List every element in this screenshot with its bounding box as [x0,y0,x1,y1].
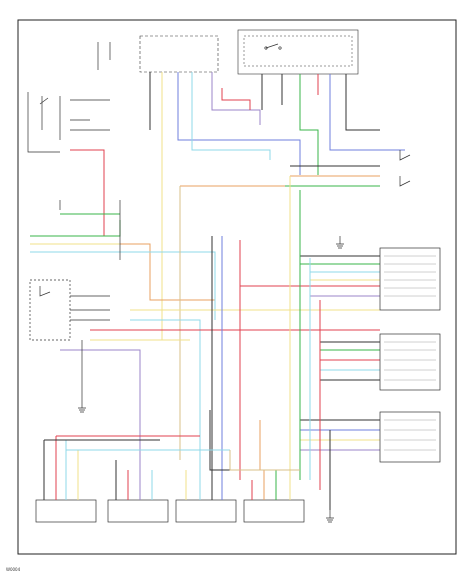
module-right-3 [379,411,441,463]
wires-vertical-mid [209,176,331,510]
module-right-2 [379,333,441,391]
wires-right [240,165,380,451]
page-id-label: W0004 [6,567,21,572]
module-right-pins [384,255,436,451]
ground-symbols [78,236,344,523]
junction-box-top [139,35,219,73]
diagram-frame [17,19,457,555]
bottom-components [35,499,305,523]
relay-symbols [39,43,411,297]
switch-module-top-right [237,29,359,75]
wires-mid-left [30,149,380,480]
bottom-wires [43,435,300,500]
wires-top [149,72,405,340]
module-right-1 [379,247,441,311]
left-lower-switch [29,200,121,400]
left-upper-switch [27,42,111,153]
switch-module-inner [243,35,353,67]
